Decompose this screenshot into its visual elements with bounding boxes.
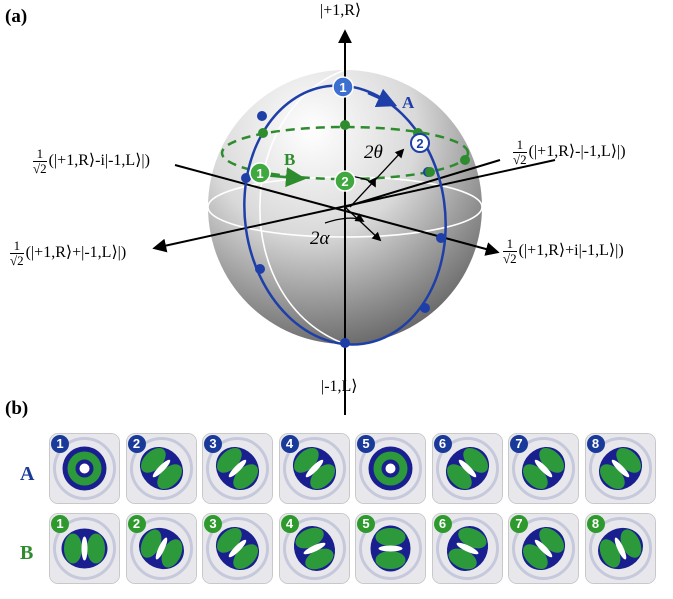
row-a-badge-3: 3	[204, 435, 222, 453]
row-b-thumbnail-5: 5	[355, 513, 426, 584]
row-a-thumbnail-8: 8	[584, 433, 656, 504]
row-b-badge-5: 5	[357, 515, 375, 533]
row-a-thumbnail-3: 3	[202, 433, 273, 504]
panel-a-label: (a)	[5, 6, 28, 27]
row-b-badge-7: 7	[510, 515, 528, 533]
theta-vector	[349, 148, 405, 208]
row-a-badge-5: 5	[357, 435, 375, 453]
white-meridian	[259, 69, 346, 345]
poincare-sphere-figure: 1 2 1 2 A B 2θ 2α	[152, 29, 556, 415]
axis-label-left-lower: 1√2(|+1,R⟩+|-1,L⟩|)	[10, 238, 127, 268]
panel-b-label: (b)	[5, 398, 29, 419]
svg-text:2: 2	[416, 136, 423, 151]
theta-label: 2θ	[364, 142, 383, 163]
path-a-ellipse	[243, 84, 447, 346]
axis-label-right-upper: 1√2(|+1,R⟩-|-1,L⟩|)	[513, 137, 626, 167]
row-a-thumbnail-7: 7	[508, 433, 579, 504]
row-b-badge-2: 2	[127, 515, 146, 533]
row-b-thumbnail-1: 1	[49, 513, 120, 584]
alpha-arc	[324, 213, 365, 224]
row-b-badge-1: 1	[51, 515, 69, 533]
row-a-badge-1: 1	[51, 435, 69, 453]
axis-label-right-lower: 1√2(|+1,R⟩+i|-1,L⟩|)	[503, 236, 624, 266]
row-b-thumbnail-4: 4	[278, 513, 350, 584]
svg-text:1: 1	[339, 80, 346, 95]
row-b-thumbnail-3: 3	[202, 513, 273, 584]
row-b-thumbnail-6: 6	[431, 513, 503, 584]
right-upper-axis	[344, 159, 501, 208]
svg-text:1: 1	[256, 166, 263, 181]
row-b-badge-6: 6	[433, 515, 452, 533]
axis-label-left-upper: 1√2(|+1,R⟩-i|-1,L⟩|)	[33, 146, 150, 176]
path-a-label: A	[402, 93, 415, 112]
row-a-badge-6: 6	[433, 435, 452, 453]
axis-label-top: |+1,R⟩	[320, 2, 362, 19]
path-a-arrow	[367, 88, 398, 108]
row-b-thumbnail-7: 7	[508, 513, 579, 584]
row-b-thumbnail-2: 2	[125, 513, 197, 584]
row-b-badge-8: 8	[586, 515, 605, 533]
row-b-badge-4: 4	[280, 515, 299, 533]
row-b-thumbnail-8: 8	[584, 513, 656, 584]
row-b-badge-3: 3	[204, 515, 222, 533]
row-a-thumbnail-2: 2	[125, 433, 197, 504]
marker-b1: 1	[249, 162, 271, 184]
path-b-ellipse	[220, 125, 470, 181]
row-a-thumbnail-5: 5	[355, 433, 426, 504]
axis-label-bottom: |-1,L⟩	[321, 378, 358, 395]
row-a-thumbnail-6: 6	[431, 433, 503, 504]
row-a-badge-4: 4	[280, 435, 299, 453]
row-a-badge-7: 7	[510, 435, 528, 453]
row-a-badge-2: 2	[127, 435, 146, 453]
marker-a1: 1	[332, 76, 354, 98]
marker-b2: 2	[334, 170, 356, 192]
row-a-thumbnail-1: 1	[49, 433, 120, 504]
marker-a2: 2	[410, 133, 430, 153]
alpha-vector	[344, 206, 382, 242]
path-b-label: B	[284, 150, 295, 169]
svg-text:2: 2	[341, 174, 348, 189]
row-a-label: A	[20, 463, 35, 485]
alpha-label: 2α	[310, 228, 331, 249]
row-a-thumbnail-4: 4	[278, 433, 350, 504]
row-b-label: B	[20, 542, 34, 564]
row-a-badge-8: 8	[586, 435, 605, 453]
